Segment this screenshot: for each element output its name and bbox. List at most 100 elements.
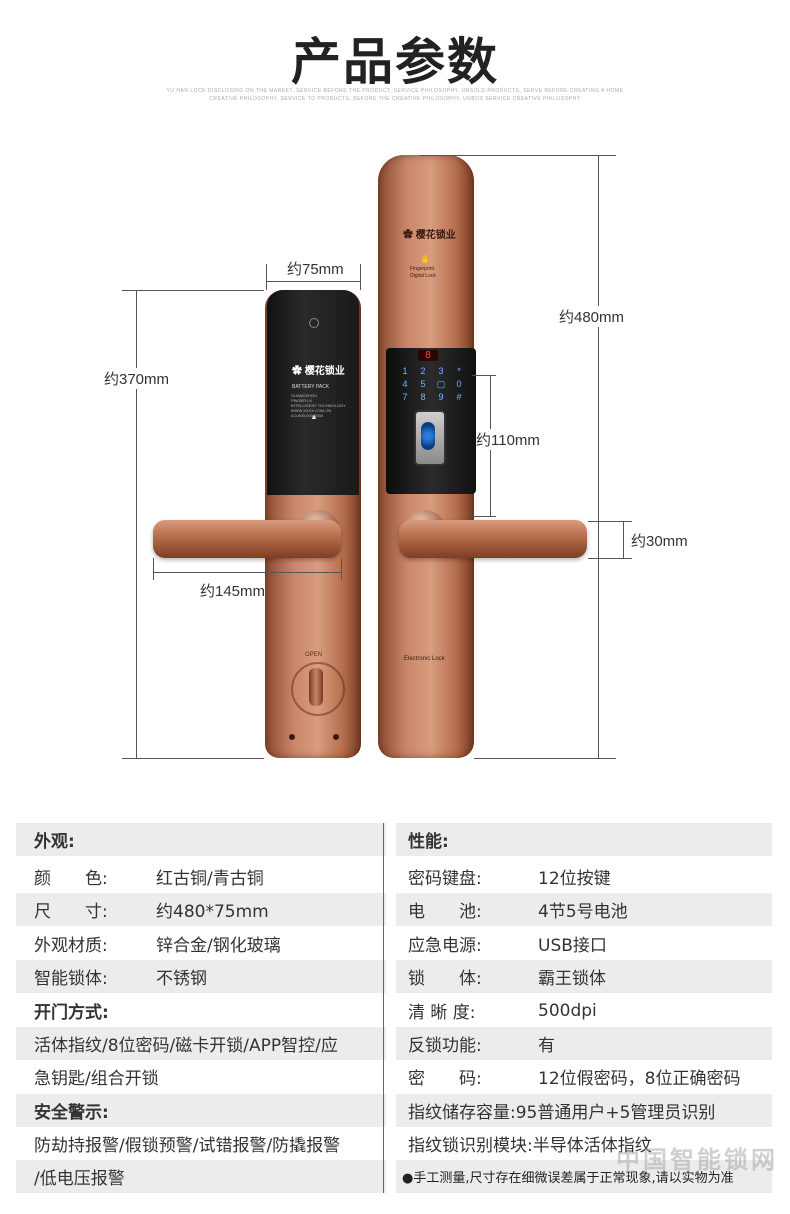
dim-tick bbox=[360, 264, 361, 290]
dim-line-370 bbox=[136, 290, 137, 758]
measurement-note: ●手工测量,尺寸存在细微误差属于正常现象,请以实物为准 bbox=[402, 1171, 734, 1186]
spec-value: 95普通用户+5管理员识别 bbox=[515, 1103, 716, 1123]
table-row: 尺 寸: 约480*75mm bbox=[16, 893, 386, 926]
title-subline-1: YU HAN LOCK DISCLOSING ON THE MARKET, SE… bbox=[166, 88, 624, 94]
spec-value: 500dpi bbox=[538, 1000, 597, 1021]
spec-label: 密 码: bbox=[408, 1069, 482, 1089]
dim-line-480 bbox=[598, 155, 599, 758]
keypad-key: 2 bbox=[420, 366, 426, 376]
watermark: 中国智能锁网 bbox=[616, 1146, 778, 1174]
bell-icon: ▲ bbox=[310, 412, 318, 421]
inside-handle bbox=[153, 520, 341, 558]
dim-label-30: 约30mm bbox=[631, 530, 688, 551]
table-row: 防劫持报警/假锁预警/试错报警/防撬报警 bbox=[16, 1127, 386, 1160]
dim-line-width bbox=[266, 281, 360, 282]
open-method-header: 开门方式: bbox=[34, 1003, 109, 1023]
fingerprint-sensor bbox=[414, 410, 446, 466]
spec-value: 锌合金/钢化玻璃 bbox=[156, 936, 281, 956]
spec-label: 应急电源: bbox=[408, 936, 482, 956]
spec-value: 12位按键 bbox=[538, 869, 611, 889]
table-row: 密码键盘: 12位按键 bbox=[396, 860, 772, 893]
keypad-key: 3 bbox=[438, 366, 444, 376]
performance-header: 性能: bbox=[408, 832, 449, 852]
thumb-turn-ring bbox=[291, 662, 345, 716]
open-method-text: 急钥匙/组合开锁 bbox=[34, 1069, 159, 1089]
electronic-lock-label: Electronic Lock bbox=[404, 656, 445, 662]
keypad-key: 7 bbox=[402, 392, 408, 402]
dim-tick bbox=[420, 155, 616, 156]
spec-label: 外观材质: bbox=[34, 936, 108, 956]
alarm-header-row: 安全警示: bbox=[16, 1094, 386, 1127]
fingerprint-hand-icon: ✋ bbox=[420, 254, 432, 264]
dim-label-480: 约480mm bbox=[559, 306, 625, 327]
fingerprint-icon bbox=[421, 422, 435, 450]
outside-brand-label: 樱花锁业 bbox=[415, 230, 456, 241]
table-row: 指纹锁识别模块: 半导体活体指纹 bbox=[396, 1127, 772, 1160]
spec-value: 半导体活体指纹 bbox=[532, 1136, 652, 1156]
spec-value: 12位假密码，8位正确密码 bbox=[538, 1069, 741, 1089]
spec-label: 锁 体: bbox=[408, 969, 482, 989]
dim-tick bbox=[588, 521, 632, 522]
keypad-grid: 1 2 3 * 4 5 ▢ 0 7 8 9 # bbox=[396, 366, 468, 406]
keypad-key: 8 bbox=[420, 392, 426, 402]
table-row: 密 码: 12位假密码，8位正确密码 bbox=[396, 1060, 772, 1093]
spec-label: 指纹储存容量: bbox=[408, 1103, 516, 1123]
table-row: 急钥匙/组合开锁 bbox=[16, 1060, 386, 1093]
dim-tick bbox=[266, 264, 267, 290]
digital-lock-label: Digital Lock bbox=[410, 273, 436, 279]
spec-value: 4节5号电池 bbox=[538, 902, 628, 922]
table-row: 智能锁体: 不锈钢 bbox=[16, 960, 386, 993]
table-row: 活体指纹/8位密码/磁卡开锁/APP智控/应 bbox=[16, 1027, 386, 1060]
spec-label: 密码键盘: bbox=[408, 869, 482, 889]
dim-tick bbox=[122, 758, 264, 759]
table-row: /低电压报警 bbox=[16, 1160, 386, 1193]
knob-open-label: OPEN bbox=[305, 652, 323, 658]
open-method-header-row: 开门方式: bbox=[16, 994, 386, 1027]
table-row: 锁 体: 霸王锁体 bbox=[396, 960, 772, 993]
flower-logo-icon: ✿ bbox=[292, 366, 302, 377]
table-row: 电 池: 4节5号电池 bbox=[396, 893, 772, 926]
table-row: 反锁功能: 有 bbox=[396, 1027, 772, 1060]
screw-icon bbox=[333, 734, 339, 740]
dim-tick bbox=[122, 290, 264, 291]
dim-label-370: 约370mm bbox=[104, 368, 170, 389]
table-row: 外观材质: 锌合金/钢化玻璃 bbox=[16, 927, 386, 960]
battery-line: GUANGZHOU bbox=[291, 393, 317, 398]
performance-header-row: 性能: bbox=[396, 823, 772, 856]
spec-value: USB接口 bbox=[538, 936, 607, 956]
alarm-header: 安全警示: bbox=[34, 1103, 109, 1123]
dim-tick bbox=[153, 558, 154, 580]
inside-brand-label: 樱花锁业 bbox=[304, 366, 345, 377]
battery-line: FINGER.LK bbox=[291, 398, 313, 403]
thumb-turn-knob bbox=[309, 668, 323, 706]
keypad-key: 9 bbox=[438, 392, 444, 402]
alarm-text: /低电压报警 bbox=[34, 1169, 125, 1189]
keypad-key: 5 bbox=[420, 379, 426, 389]
spec-label: 智能锁体: bbox=[34, 969, 108, 989]
spec-label: 反锁功能: bbox=[408, 1036, 482, 1056]
battery-line: INTELLIGENT TECHNOLOGY bbox=[291, 403, 346, 408]
appearance-header-row: 外观: bbox=[16, 823, 386, 856]
open-method-text: 活体指纹/8位密码/磁卡开锁/APP智控/应 bbox=[34, 1036, 338, 1056]
spec-label: 尺 寸: bbox=[34, 902, 108, 922]
screw-icon bbox=[289, 734, 295, 740]
spec-value: 霸王锁体 bbox=[538, 969, 606, 989]
spec-value: 约480*75mm bbox=[156, 902, 269, 922]
note-row: ●手工测量,尺寸存在细微误差属于正常现象,请以实物为准 bbox=[396, 1160, 772, 1193]
appearance-header: 外观: bbox=[34, 832, 75, 852]
page-title: 产品参数 bbox=[291, 33, 499, 91]
dim-label-145: 约145mm bbox=[200, 583, 266, 600]
outside-handle bbox=[399, 520, 587, 558]
dim-tick bbox=[588, 558, 632, 559]
spec-label: 电 池: bbox=[408, 902, 482, 922]
battery-line: 4-0-600-000-0000 bbox=[291, 413, 324, 418]
battery-pack-label: BATTERY PACK bbox=[292, 384, 330, 390]
spec-value: 不锈钢 bbox=[156, 969, 207, 989]
keypad-key: * bbox=[457, 366, 461, 376]
dim-tick bbox=[472, 516, 496, 517]
dim-label-110: 约110mm bbox=[476, 429, 540, 450]
cover-screw-icon bbox=[309, 318, 319, 328]
table-row: 指纹储存容量: 95普通用户+5管理员识别 bbox=[396, 1094, 772, 1127]
spec-value: 有 bbox=[538, 1036, 555, 1056]
spec-label: 清 晰 度: bbox=[408, 1003, 476, 1023]
